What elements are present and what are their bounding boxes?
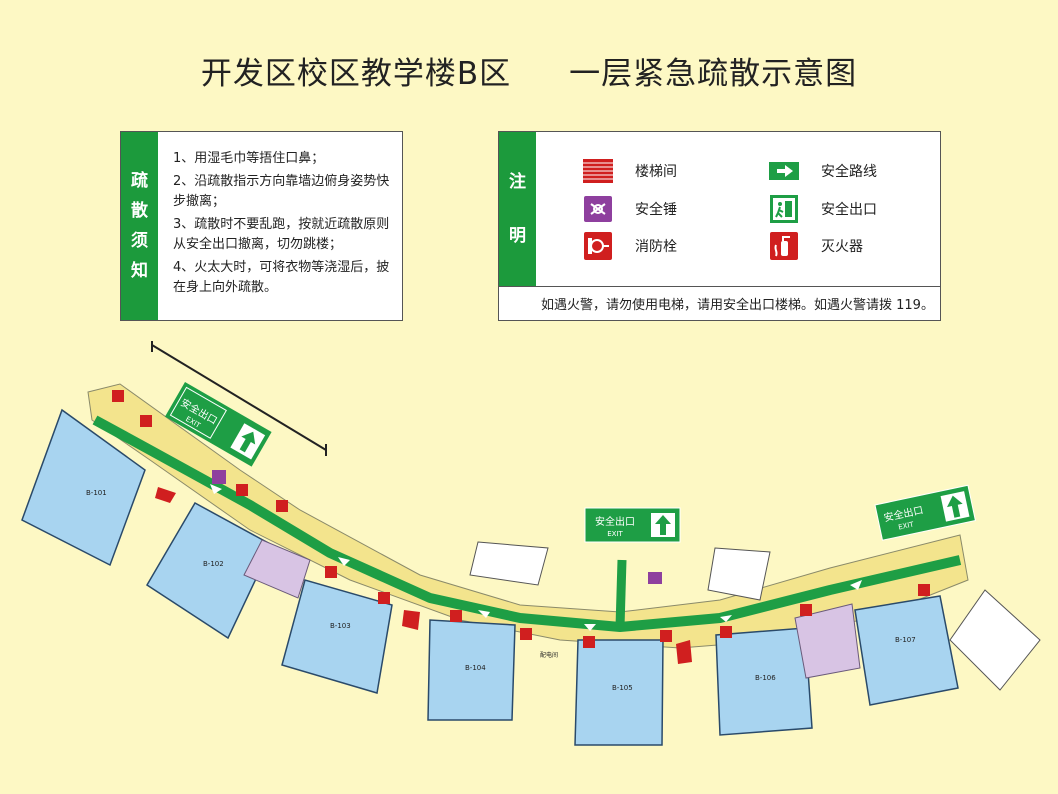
classrooms [21,408,959,746]
room-b107 [854,595,959,706]
note-item: 1、用湿毛巾等捂住口鼻； [173,151,325,166]
note-item: 3、疏散时不要乱跑，按就近疏散原则从安全出口撤离，切勿跳楼； [173,217,390,252]
room-b105 [574,639,664,746]
toilets [243,539,861,679]
room-b103 [281,579,393,694]
fire-hydrant-icon [583,232,613,260]
room-label: B-106 [755,674,776,682]
room-label: B-102 [203,560,224,568]
room-b104 [427,619,516,721]
title-plan: 一层紧急疏散示意图 [569,56,858,92]
room-label: B-103 [330,622,351,630]
safety-hammer-icon [583,195,613,223]
evacuation-route [92,415,962,632]
safety-hammer-markers [212,470,662,584]
legend-heading: 注 明 [499,132,536,286]
note-item: 4、火太大时，可将衣物等浇湿后，披在身上向外疏散。 [173,260,390,295]
page-title: 开发区校区教学楼B区 一层紧急疏散示意图 [0,48,1058,93]
room-labels: B-101 B-102 B-103 B-104 B-105 B-106 B-10… [86,489,916,692]
exit-sign-center: 安全出口 EXIT [584,507,681,543]
title-building: 开发区校区教学楼B区 [200,56,512,92]
room-label-small: 配电间 [540,651,558,659]
exit-sign-en: EXIT [898,520,916,531]
legend-fire-extinguisher: 灭火器 [769,232,863,260]
fire-extinguisher-icon [769,232,799,260]
exit-sign-text: 安全出口 [595,515,635,528]
exit-sign-right: 安全出口 EXIT [874,484,977,541]
floor-plan: 安全出口 EXIT 安全出口 EXIT 安全出口 EXIT B-101 B-10… [21,341,1041,746]
stairs-icon [583,157,613,185]
legend-safety-route: 安全路线 [769,157,877,185]
room-label: B-104 [465,664,486,672]
room-b101 [21,408,146,567]
notes-heading: 疏 散 须 知 [121,132,158,320]
legend-footer: 如遇火警，请勿使用电梯，请用安全出口楼梯。如遇火警请拨 119。 [499,286,940,320]
evacuation-route-north [615,559,627,628]
evacuation-notes-panel: 疏 散 须 知 1、用湿毛巾等捂住口鼻； 2、沿疏散指示方向靠墙边俯身姿势快步撤… [120,131,403,321]
room-label: B-107 [895,636,916,644]
safety-exit-icon [769,195,799,223]
entrance-railing [151,341,327,456]
notes-list: 1、用湿毛巾等捂住口鼻； 2、沿疏散指示方向靠墙边俯身姿势快步撤离； 3、疏散时… [173,149,395,301]
safety-route-icon [769,157,799,185]
legend-fire-hydrant: 消防栓 [583,232,677,260]
exit-sign-left: 安全出口 EXIT [165,382,272,467]
legend-panel: 注 明 楼梯间 安全路线 安全锤 安全出口 消防栓 灭火器 [498,131,941,321]
fire-equipment-markers [112,390,930,648]
legend-stairs: 楼梯间 [583,157,677,185]
stairwells [155,487,1041,691]
note-item: 2、沿疏散指示方向靠墙边俯身姿势快步撤离； [173,174,390,209]
legend-safety-hammer: 安全锤 [583,195,677,223]
room-label: B-101 [86,489,107,497]
exit-sign-en: EXIT [607,530,623,538]
legend-safety-exit: 安全出口 [769,195,877,223]
route-arrows [210,484,862,631]
room-label: B-105 [612,684,633,692]
